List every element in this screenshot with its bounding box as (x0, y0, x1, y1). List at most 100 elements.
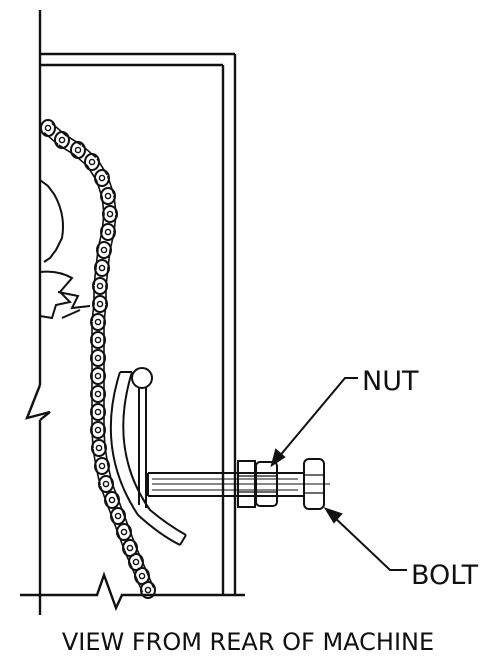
chain-side-plate (99, 485, 108, 503)
chain-side-plate (113, 214, 117, 233)
bolt-label: BOLT (411, 560, 479, 591)
chain-side-plate (91, 303, 95, 322)
bolt-head (303, 458, 325, 510)
leaders (270, 377, 407, 571)
chain-side-plate (129, 564, 138, 579)
chain-roller (95, 444, 103, 452)
nut-leader (277, 377, 358, 459)
chain-link (92, 277, 108, 295)
chain-side-plate (58, 144, 76, 156)
chain-roller (102, 480, 110, 488)
tensioner-arc-outer (109, 371, 181, 546)
bolt-leader-arrowhead (323, 507, 343, 524)
frame-bottom-break (20, 571, 245, 612)
chain-side-plate (109, 233, 115, 252)
chain-roller (94, 390, 102, 398)
chain-roller (114, 512, 122, 520)
chain-roller (94, 354, 102, 362)
bolt-leader (332, 515, 407, 571)
chain-side-plate (110, 481, 119, 499)
chain-roller (44, 124, 52, 132)
chain-link (54, 131, 70, 149)
chain-side-plate (117, 533, 126, 551)
chain-roller (120, 528, 128, 536)
chain-side-plate (140, 559, 149, 574)
nut-leader-arrowhead (270, 448, 286, 468)
chain-side-plate (97, 230, 103, 249)
chain-roller (98, 264, 106, 272)
chain-link (90, 313, 106, 331)
chain-roller (106, 210, 114, 218)
nut-2 (255, 461, 278, 507)
chain-side-plate (95, 179, 104, 199)
chain-side-plate (86, 164, 98, 182)
chain-roller (104, 228, 112, 236)
chain-link (92, 295, 108, 313)
chain-side-plate (64, 134, 82, 146)
tensioner-pivot (131, 367, 153, 389)
chain-side-plate (51, 122, 67, 137)
chain-side-plate (128, 529, 137, 547)
chain-link (40, 119, 56, 137)
chain-link (84, 153, 100, 171)
chain-side-plate (103, 304, 107, 323)
chain-side-plate (103, 429, 106, 448)
chain-roller (98, 462, 106, 470)
chain-link (96, 241, 112, 259)
chain-side-plate (106, 175, 115, 195)
chain-tensioner (109, 367, 187, 546)
chain-side-plate (111, 517, 120, 535)
chain-side-plate (105, 501, 114, 519)
nut-label: NUT (362, 366, 419, 397)
chain-roller (96, 282, 104, 290)
chain-roller (108, 496, 116, 504)
tensioner-arc-end (179, 534, 187, 546)
chain-side-plate (135, 578, 144, 593)
chain-side-plate (73, 153, 89, 168)
tensioner-arc-inner (122, 371, 187, 536)
chain-roller (104, 192, 112, 200)
chain-roller (100, 246, 108, 254)
chain-side-plate (95, 467, 101, 486)
chain-link (70, 141, 86, 159)
chain-link (90, 331, 106, 349)
sprocket (39, 179, 91, 320)
chain-roller (58, 136, 66, 144)
chain-side-plate (91, 430, 94, 449)
frame-left-break (25, 384, 51, 421)
chain-link (102, 205, 118, 223)
chain-link (94, 457, 110, 475)
chain-side-plate (104, 446, 109, 466)
chain-side-plate (116, 497, 125, 515)
chain-roller (138, 572, 146, 580)
chain-link (90, 349, 106, 367)
chain-link (90, 367, 106, 385)
roller-chain (40, 119, 156, 599)
caption: VIEW FROM REAR OF MACHINE (62, 628, 434, 656)
chain-side-plate (95, 249, 99, 268)
chain-side-plate (105, 268, 109, 287)
sprocket-teeth-lower (57, 291, 91, 319)
machine-frame (20, 10, 245, 615)
chain-roller (94, 372, 102, 380)
chain-link (91, 439, 107, 457)
chain-roller (96, 300, 104, 308)
chain-roller (126, 544, 134, 552)
chain-side-plate (101, 196, 105, 215)
chain-link (90, 385, 106, 403)
chain-side-plate (134, 545, 143, 560)
chain-roller (74, 146, 82, 154)
chain-side-plate (122, 513, 131, 531)
sprocket-outline (39, 179, 74, 320)
chain-roller (94, 426, 102, 434)
chain-roller (94, 318, 102, 326)
chain-side-plate (92, 448, 97, 468)
chain-side-plate (107, 464, 113, 483)
chain-roller (94, 408, 102, 416)
chain-side-plate (93, 267, 97, 286)
chain-link (94, 259, 110, 277)
chain-side-plate (81, 144, 97, 159)
chain-side-plate (43, 131, 59, 146)
chain-side-plate (96, 158, 108, 176)
